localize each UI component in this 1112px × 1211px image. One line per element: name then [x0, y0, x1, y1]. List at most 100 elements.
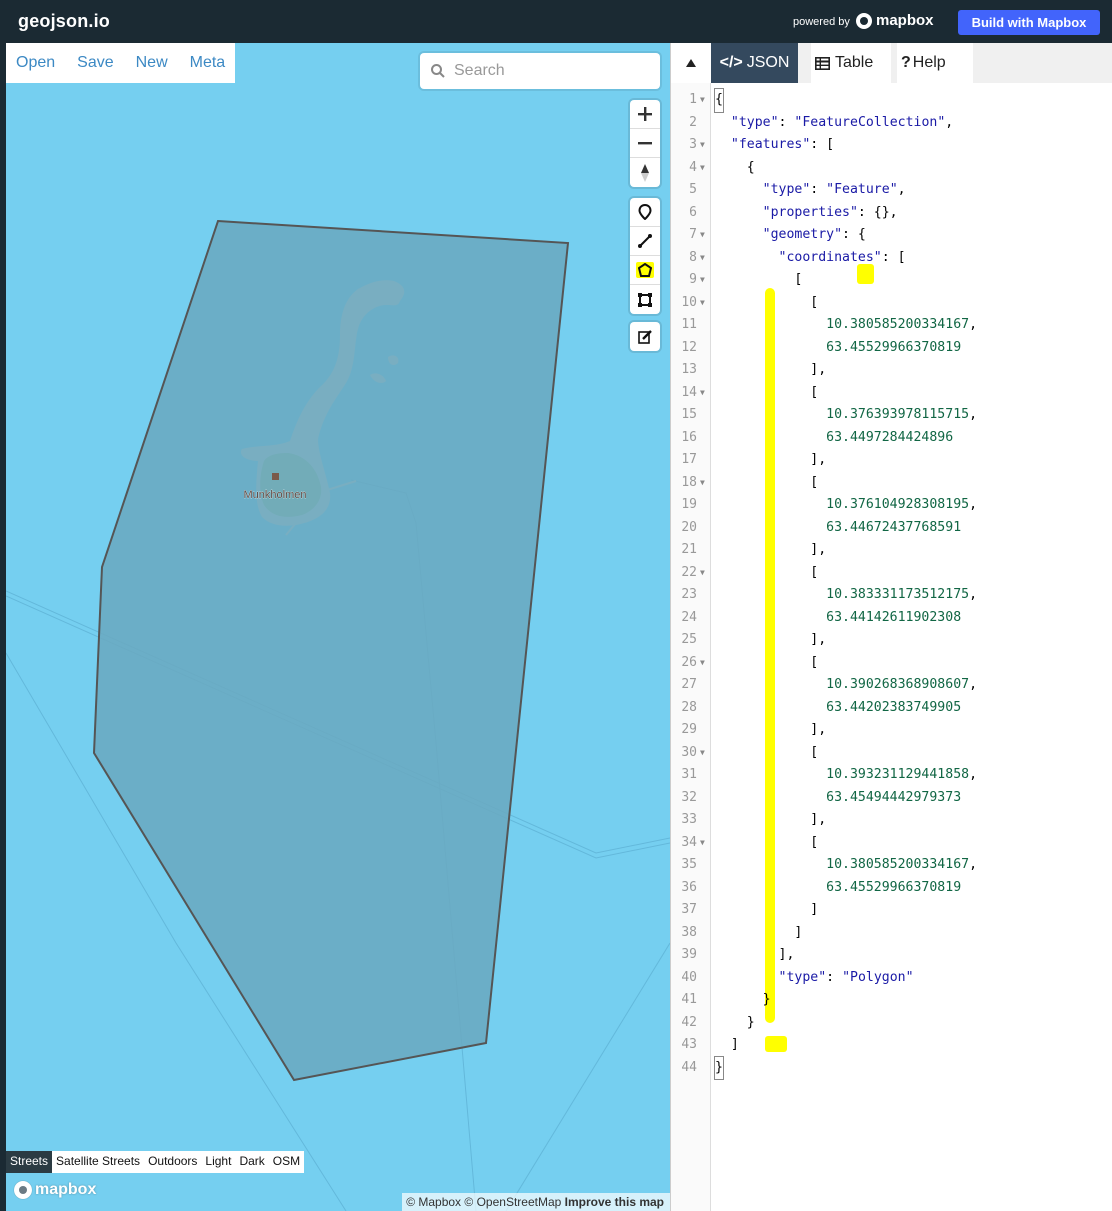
style-satellite-streets[interactable]: Satellite Streets: [56, 1154, 141, 1168]
line-number: 37: [681, 902, 697, 917]
fold-toggle-icon[interactable]: ▼: [700, 140, 705, 149]
code-line[interactable]: 40 "type": "Polygon": [671, 967, 1112, 990]
json-editor[interactable]: 1▼{2 "type": "FeatureCollection",3▼ "fea…: [671, 83, 1112, 1211]
code-line[interactable]: 26▼ [: [671, 652, 1112, 675]
code-line[interactable]: 31 10.393231129441858,: [671, 764, 1112, 787]
code-line[interactable]: 15 10.376393978115715,: [671, 404, 1112, 427]
fold-toggle-icon[interactable]: ▼: [700, 837, 705, 847]
fold-toggle-icon[interactable]: ▼: [700, 162, 705, 172]
code-line[interactable]: 2 "type": "FeatureCollection",: [671, 112, 1112, 135]
code-line[interactable]: 44}: [671, 1055, 1112, 1080]
mapbox-watermark[interactable]: mapbox: [14, 1181, 96, 1199]
code-line[interactable]: 10▼ [: [671, 292, 1112, 315]
mapbox-brand[interactable]: mapbox: [856, 12, 934, 29]
style-osm[interactable]: OSM: [272, 1154, 301, 1168]
fold-toggle-icon[interactable]: ▼: [700, 252, 705, 262]
menu-open[interactable]: Open: [16, 54, 56, 71]
code-line[interactable]: 36 63.45529966370819: [671, 877, 1112, 900]
line-number: 28: [681, 699, 697, 715]
draw-line-button[interactable]: [630, 227, 660, 256]
line-number: 29: [681, 722, 697, 737]
code-line[interactable]: 6 "properties": {},: [671, 202, 1112, 225]
code-line[interactable]: 1▼{: [671, 88, 1112, 113]
compass-button[interactable]: [630, 158, 660, 187]
code-line[interactable]: 12 63.45529966370819: [671, 337, 1112, 360]
line-number: 22: [681, 564, 697, 580]
attribution-mapbox[interactable]: © Mapbox: [406, 1195, 462, 1209]
code-icon: </>: [719, 54, 743, 71]
fold-toggle-icon[interactable]: ▼: [700, 230, 705, 239]
build-with-mapbox-button[interactable]: Build with Mapbox: [958, 10, 1100, 35]
code-line[interactable]: 39 ],: [671, 944, 1112, 967]
code-line[interactable]: 8▼ "coordinates": [: [671, 247, 1112, 270]
style-light[interactable]: Light: [205, 1154, 232, 1168]
edit-features-button[interactable]: [630, 322, 660, 351]
code-line[interactable]: 13 ],: [671, 359, 1112, 382]
code-line[interactable]: 35 10.380585200334167,: [671, 854, 1112, 877]
app-logo[interactable]: geojson.io: [18, 11, 110, 31]
style-outdoors[interactable]: Outdoors: [148, 1154, 198, 1168]
zoom-in-button[interactable]: [630, 100, 660, 129]
code-line[interactable]: 30▼ [: [671, 742, 1112, 765]
code-line[interactable]: 21 ],: [671, 539, 1112, 562]
fold-toggle-icon[interactable]: ▼: [700, 477, 705, 487]
code-line[interactable]: 4▼ {: [671, 157, 1112, 180]
code-line[interactable]: 37 ]: [671, 899, 1112, 922]
fold-toggle-icon[interactable]: ▼: [700, 275, 705, 284]
fold-toggle-icon[interactable]: ▼: [700, 95, 705, 104]
map-canvas[interactable]: Munkholmen Open Save New Meta: [6, 43, 670, 1211]
menu-save[interactable]: Save: [77, 54, 114, 71]
polygon-icon: [638, 263, 652, 277]
code-line[interactable]: 16 63.4497284424896: [671, 427, 1112, 450]
code-line[interactable]: 22▼ [: [671, 562, 1112, 585]
draw-rectangle-button[interactable]: [630, 285, 660, 314]
code-line[interactable]: 24 63.44142611902308: [671, 607, 1112, 630]
code-line[interactable]: 33 ],: [671, 809, 1112, 832]
code-line[interactable]: 7▼ "geometry": {: [671, 224, 1112, 247]
code-line[interactable]: 43 ]: [671, 1034, 1112, 1057]
map-drawing[interactable]: Munkholmen: [6, 43, 670, 1211]
code-line[interactable]: 41 }: [671, 989, 1112, 1012]
code-line[interactable]: 23 10.383331173512175,: [671, 584, 1112, 607]
improve-map-link[interactable]: Improve this map: [564, 1195, 664, 1209]
attribution-osm[interactable]: © OpenStreetMap: [464, 1195, 562, 1209]
draw-polygon-button[interactable]: [630, 256, 660, 285]
code-line[interactable]: 9▼ [: [671, 269, 1112, 292]
code-line[interactable]: 27 10.390268368908607,: [671, 674, 1112, 697]
tab-help[interactable]: ? Help: [897, 43, 973, 83]
code-line[interactable]: 34▼ [: [671, 832, 1112, 855]
top-bar: geojson.io powered by mapbox Build with …: [0, 0, 1112, 43]
menu-new[interactable]: New: [135, 54, 168, 71]
search-input[interactable]: [454, 62, 644, 80]
draw-point-button[interactable]: [630, 198, 660, 227]
style-streets[interactable]: Streets: [6, 1151, 53, 1173]
fold-toggle-icon[interactable]: ▼: [700, 747, 705, 757]
collapse-panel-button[interactable]: [671, 43, 711, 83]
code-line[interactable]: 17 ],: [671, 449, 1112, 472]
code-line[interactable]: 32 63.45494442979373: [671, 787, 1112, 810]
tab-json[interactable]: </> JSON: [711, 43, 798, 83]
code-line[interactable]: 29 ],: [671, 719, 1112, 742]
fold-toggle-icon[interactable]: ▼: [700, 657, 705, 667]
fold-toggle-icon[interactable]: ▼: [700, 567, 705, 577]
bracket-highlight: [765, 1036, 787, 1052]
tab-table[interactable]: Table: [811, 43, 891, 83]
code-line[interactable]: 3▼ "features": [: [671, 134, 1112, 157]
code-line[interactable]: 11 10.380585200334167,: [671, 314, 1112, 337]
menu-meta[interactable]: Meta: [189, 54, 226, 71]
code-line[interactable]: 25 ],: [671, 629, 1112, 652]
line-number: 33: [681, 812, 697, 827]
fold-toggle-icon[interactable]: ▼: [700, 297, 705, 307]
code-line[interactable]: 14▼ [: [671, 382, 1112, 405]
code-line[interactable]: 28 63.44202383749905: [671, 697, 1112, 720]
zoom-out-button[interactable]: [630, 129, 660, 158]
code-line[interactable]: 18▼ [: [671, 472, 1112, 495]
fold-toggle-icon[interactable]: ▼: [700, 387, 705, 397]
code-line[interactable]: 20 63.44672437768591: [671, 517, 1112, 540]
code-line[interactable]: 19 10.376104928308195,: [671, 494, 1112, 517]
code-line[interactable]: 42 }: [671, 1012, 1112, 1035]
code-line[interactable]: 38 ]: [671, 922, 1112, 945]
code-line[interactable]: 5 "type": "Feature",: [671, 179, 1112, 202]
style-dark[interactable]: Dark: [239, 1154, 265, 1168]
side-panel: </> JSON Table ? Help 1▼{2 "type": "Feat…: [670, 43, 1112, 1211]
